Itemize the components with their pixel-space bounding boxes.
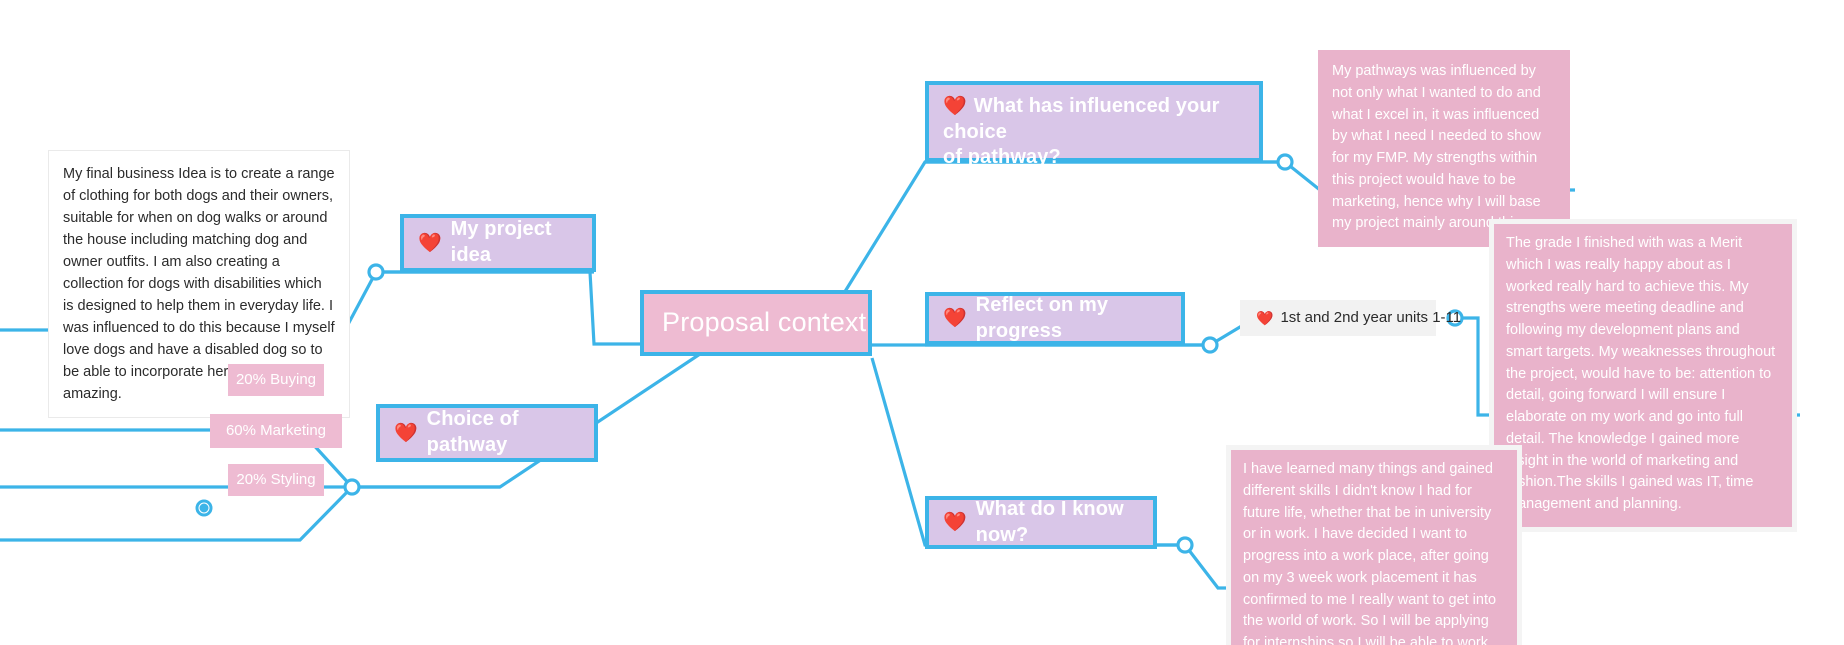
heart-icon: ❤️ [394, 422, 418, 444]
topic-influenced-choice[interactable]: ❤️What has influenced your choice of path… [925, 81, 1263, 168]
note-what-i-know-now-body: I have learned many things and gained di… [1243, 461, 1497, 645]
junction-dot [1201, 336, 1219, 354]
note-what-i-know-now-inner: I have learned many things and gained di… [1231, 450, 1517, 645]
junction-dot [367, 263, 385, 281]
tag-styling[interactable]: 20% Styling [228, 464, 324, 496]
tag-marketing-label: 60% Marketing [225, 422, 327, 439]
heart-icon: ❤️ [943, 512, 967, 533]
note-progress-reflection-inner: The grade I finished with was a Merit wh… [1494, 224, 1792, 527]
note-influenced-pathway-body: My pathways was influenced by not only w… [1332, 63, 1545, 232]
topic-what-do-i-know-now[interactable]: ❤️ What do I know now? [925, 496, 1157, 549]
tag-marketing[interactable]: 60% Marketing [210, 414, 342, 448]
note-influenced-pathway[interactable]: My pathways was influenced by not only w… [1318, 50, 1570, 247]
topic-choice-of-pathway[interactable]: ❤️ Choice of pathway [376, 404, 598, 462]
heart-icon: ❤️ [1256, 310, 1274, 326]
topic-influenced-choice-label: ❤️What has influenced your choice of path… [943, 94, 1245, 171]
junction-dot [1276, 153, 1294, 171]
tag-buying[interactable]: 20% Buying [228, 364, 324, 396]
note-project-idea[interactable]: My final business Idea is to create a ra… [48, 150, 350, 419]
note-progress-reflection-body: The grade I finished with was a Merit wh… [1506, 235, 1780, 512]
heart-icon: ❤️ [943, 96, 967, 117]
topic-choice-of-pathway-label: Choice of pathway [426, 408, 519, 456]
topic-what-do-i-know-now-label: What do I know now? [975, 497, 1124, 546]
tag-buying-label: 20% Buying [235, 371, 317, 388]
note-progress-reflection[interactable]: The grade I finished with was a Merit wh… [1489, 219, 1797, 532]
note-year-units[interactable]: ❤️ 1st and 2nd year units 1-11 [1240, 300, 1461, 336]
note-project-idea-body: My final business Idea is to create a ra… [63, 166, 335, 403]
note-what-i-know-now[interactable]: I have learned many things and gained di… [1226, 445, 1522, 645]
heart-icon: ❤️ [943, 308, 967, 329]
topic-reflect-on-progress[interactable]: ❤️ Reflect on my progress [925, 292, 1185, 345]
topic-influenced-choice-line2: of pathway? [943, 146, 1061, 169]
topic-reflect-on-progress-label: Reflect on my progress [975, 293, 1109, 342]
junction-dot [343, 478, 361, 496]
junction-dot [1176, 536, 1194, 554]
topic-my-project-idea-label: My project idea [450, 218, 552, 266]
topic-influenced-choice-line1: What has influenced your choice [943, 95, 1220, 143]
endpoint-dot [195, 499, 213, 517]
root-node-proposal-context[interactable]: Proposal context [640, 290, 872, 356]
topic-my-project-idea[interactable]: ❤️ My project idea [400, 214, 596, 272]
heart-icon: ❤️ [418, 232, 442, 254]
tag-styling-label: 20% Styling [236, 471, 316, 488]
endpoint-dot-core [199, 503, 209, 513]
note-year-units-label: 1st and 2nd year units 1-11 [1280, 309, 1462, 326]
root-node-label: Proposal context [662, 307, 867, 338]
